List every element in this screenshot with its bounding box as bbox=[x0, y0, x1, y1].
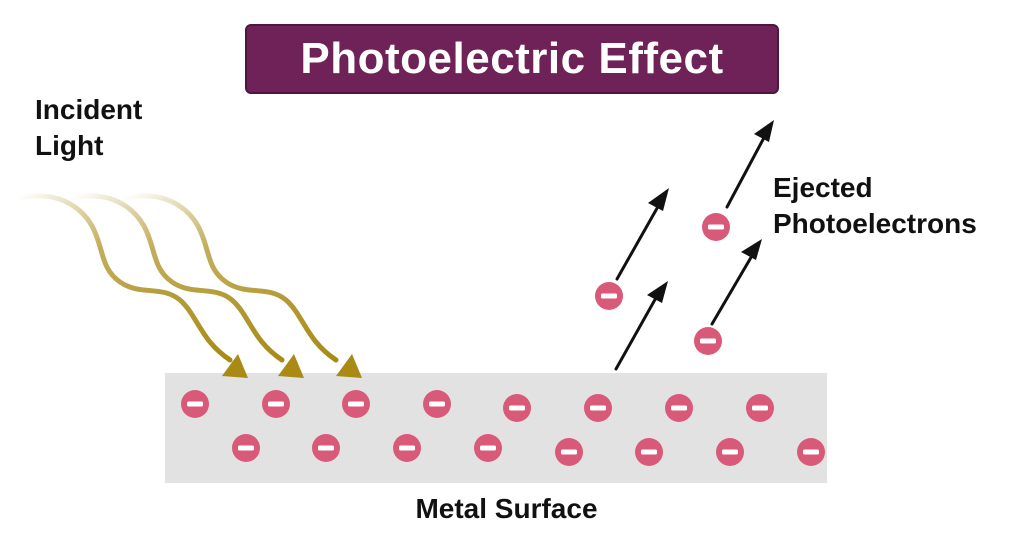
bound-electron bbox=[342, 390, 370, 418]
ejected-photoelectrons-label: Ejected Photoelectrons bbox=[773, 170, 977, 242]
bound-electron bbox=[746, 394, 774, 422]
electrons-layer bbox=[181, 213, 825, 466]
minus-icon bbox=[238, 445, 254, 451]
ejected-electron bbox=[595, 282, 623, 310]
bound-electron bbox=[555, 438, 583, 466]
minus-icon bbox=[803, 449, 819, 455]
arrowhead-icon bbox=[647, 281, 668, 303]
minus-icon bbox=[561, 449, 577, 455]
bound-electron bbox=[716, 438, 744, 466]
minus-icon bbox=[601, 293, 617, 299]
trajectory-arrow bbox=[710, 252, 755, 326]
bound-electron bbox=[797, 438, 825, 466]
minus-icon bbox=[722, 449, 738, 455]
minus-icon bbox=[348, 401, 364, 407]
light-arrowhead-icon bbox=[222, 354, 248, 378]
minus-icon bbox=[268, 401, 284, 407]
trajectory-arrow bbox=[614, 294, 659, 371]
ejected-label-line2: Photoelectrons bbox=[773, 208, 977, 239]
minus-icon bbox=[429, 401, 445, 407]
minus-icon bbox=[641, 449, 657, 455]
light-ray-2 bbox=[69, 193, 304, 378]
arrowhead-icon bbox=[741, 239, 762, 260]
arrowhead-icon bbox=[754, 120, 774, 142]
minus-icon bbox=[671, 405, 687, 411]
minus-icon bbox=[708, 224, 724, 230]
bound-electron bbox=[181, 390, 209, 418]
metal-surface-label: Metal Surface bbox=[415, 493, 598, 524]
title-banner: Photoelectric Effect bbox=[245, 24, 779, 94]
minus-icon bbox=[509, 405, 525, 411]
minus-icon bbox=[700, 338, 716, 344]
minus-icon bbox=[752, 405, 768, 411]
light-arrowhead-icon bbox=[336, 354, 362, 378]
minus-icon bbox=[187, 401, 203, 407]
light-ray-3 bbox=[123, 193, 362, 378]
incident-light-label-line1: Incident bbox=[35, 94, 143, 125]
minus-icon bbox=[399, 445, 415, 451]
bound-electron bbox=[584, 394, 612, 422]
light-arrowhead-icon bbox=[278, 354, 304, 378]
page-title: Photoelectric Effect bbox=[300, 34, 724, 83]
bound-electron bbox=[665, 394, 693, 422]
incident-light-label: Incident Light bbox=[35, 92, 142, 164]
incident-light-label-line2: Light bbox=[35, 130, 104, 161]
ejected-label-line1: Ejected bbox=[773, 172, 873, 203]
arrowhead-icon bbox=[648, 188, 669, 211]
minus-icon bbox=[480, 445, 496, 451]
trajectory-arrow bbox=[725, 132, 768, 209]
ejected-electron bbox=[702, 213, 730, 241]
bound-electron bbox=[232, 434, 260, 462]
trajectory-arrow bbox=[615, 201, 662, 281]
minus-icon bbox=[590, 405, 606, 411]
bound-electron bbox=[635, 438, 663, 466]
light-ray-1 bbox=[17, 193, 248, 378]
bound-electron bbox=[474, 434, 502, 462]
minus-icon bbox=[318, 445, 334, 451]
bound-electron bbox=[503, 394, 531, 422]
bound-electron bbox=[423, 390, 451, 418]
ejected-electron bbox=[694, 327, 722, 355]
bound-electron bbox=[393, 434, 421, 462]
bound-electron bbox=[312, 434, 340, 462]
bound-electron bbox=[262, 390, 290, 418]
